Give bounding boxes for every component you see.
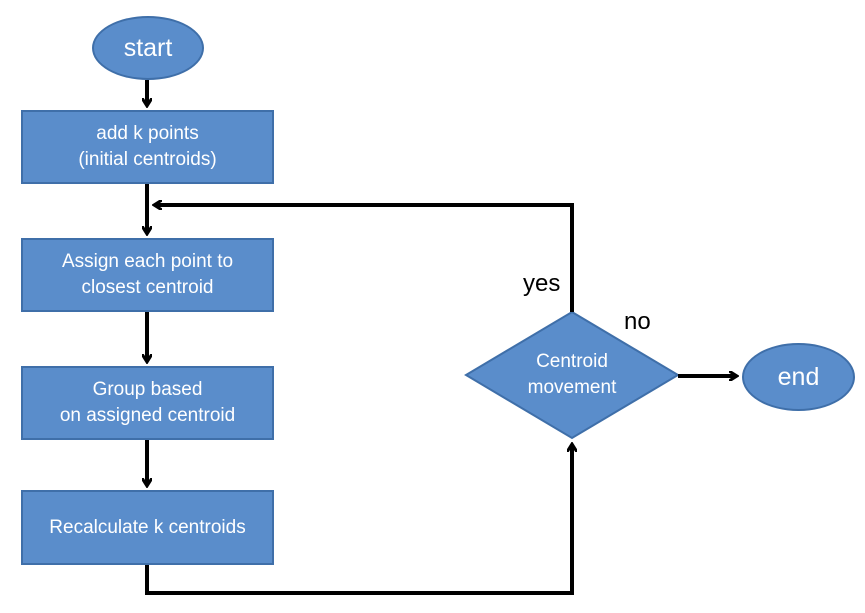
decision-label: Centroid movement	[527, 351, 617, 398]
arrow-recalculate-to-decision	[145, 445, 572, 595]
group-label: Group based on assigned centroid	[59, 379, 236, 426]
start-node: start	[92, 16, 204, 80]
add-points-box: add k points (initial centroids)	[21, 110, 274, 184]
arrow-decision-yes-loop	[155, 205, 574, 312]
end-node: end	[742, 343, 855, 411]
decision-diamond	[464, 310, 680, 440]
recalculate-label: Recalculate k centroids	[49, 516, 246, 538]
recalculate-box: Recalculate k centroids	[21, 490, 274, 565]
start-label: start	[123, 33, 173, 62]
no-label: no	[624, 308, 651, 335]
yes-label: yes	[523, 270, 561, 297]
group-box: Group based on assigned centroid	[21, 366, 274, 440]
add-points-label: add k points (initial centroids)	[78, 123, 217, 170]
decision-node: Centroid movement	[466, 312, 678, 438]
assign-box: Assign each point to closest centroid	[21, 238, 274, 312]
assign-label: Assign each point to closest centroid	[61, 251, 234, 298]
end-label: end	[777, 362, 820, 391]
